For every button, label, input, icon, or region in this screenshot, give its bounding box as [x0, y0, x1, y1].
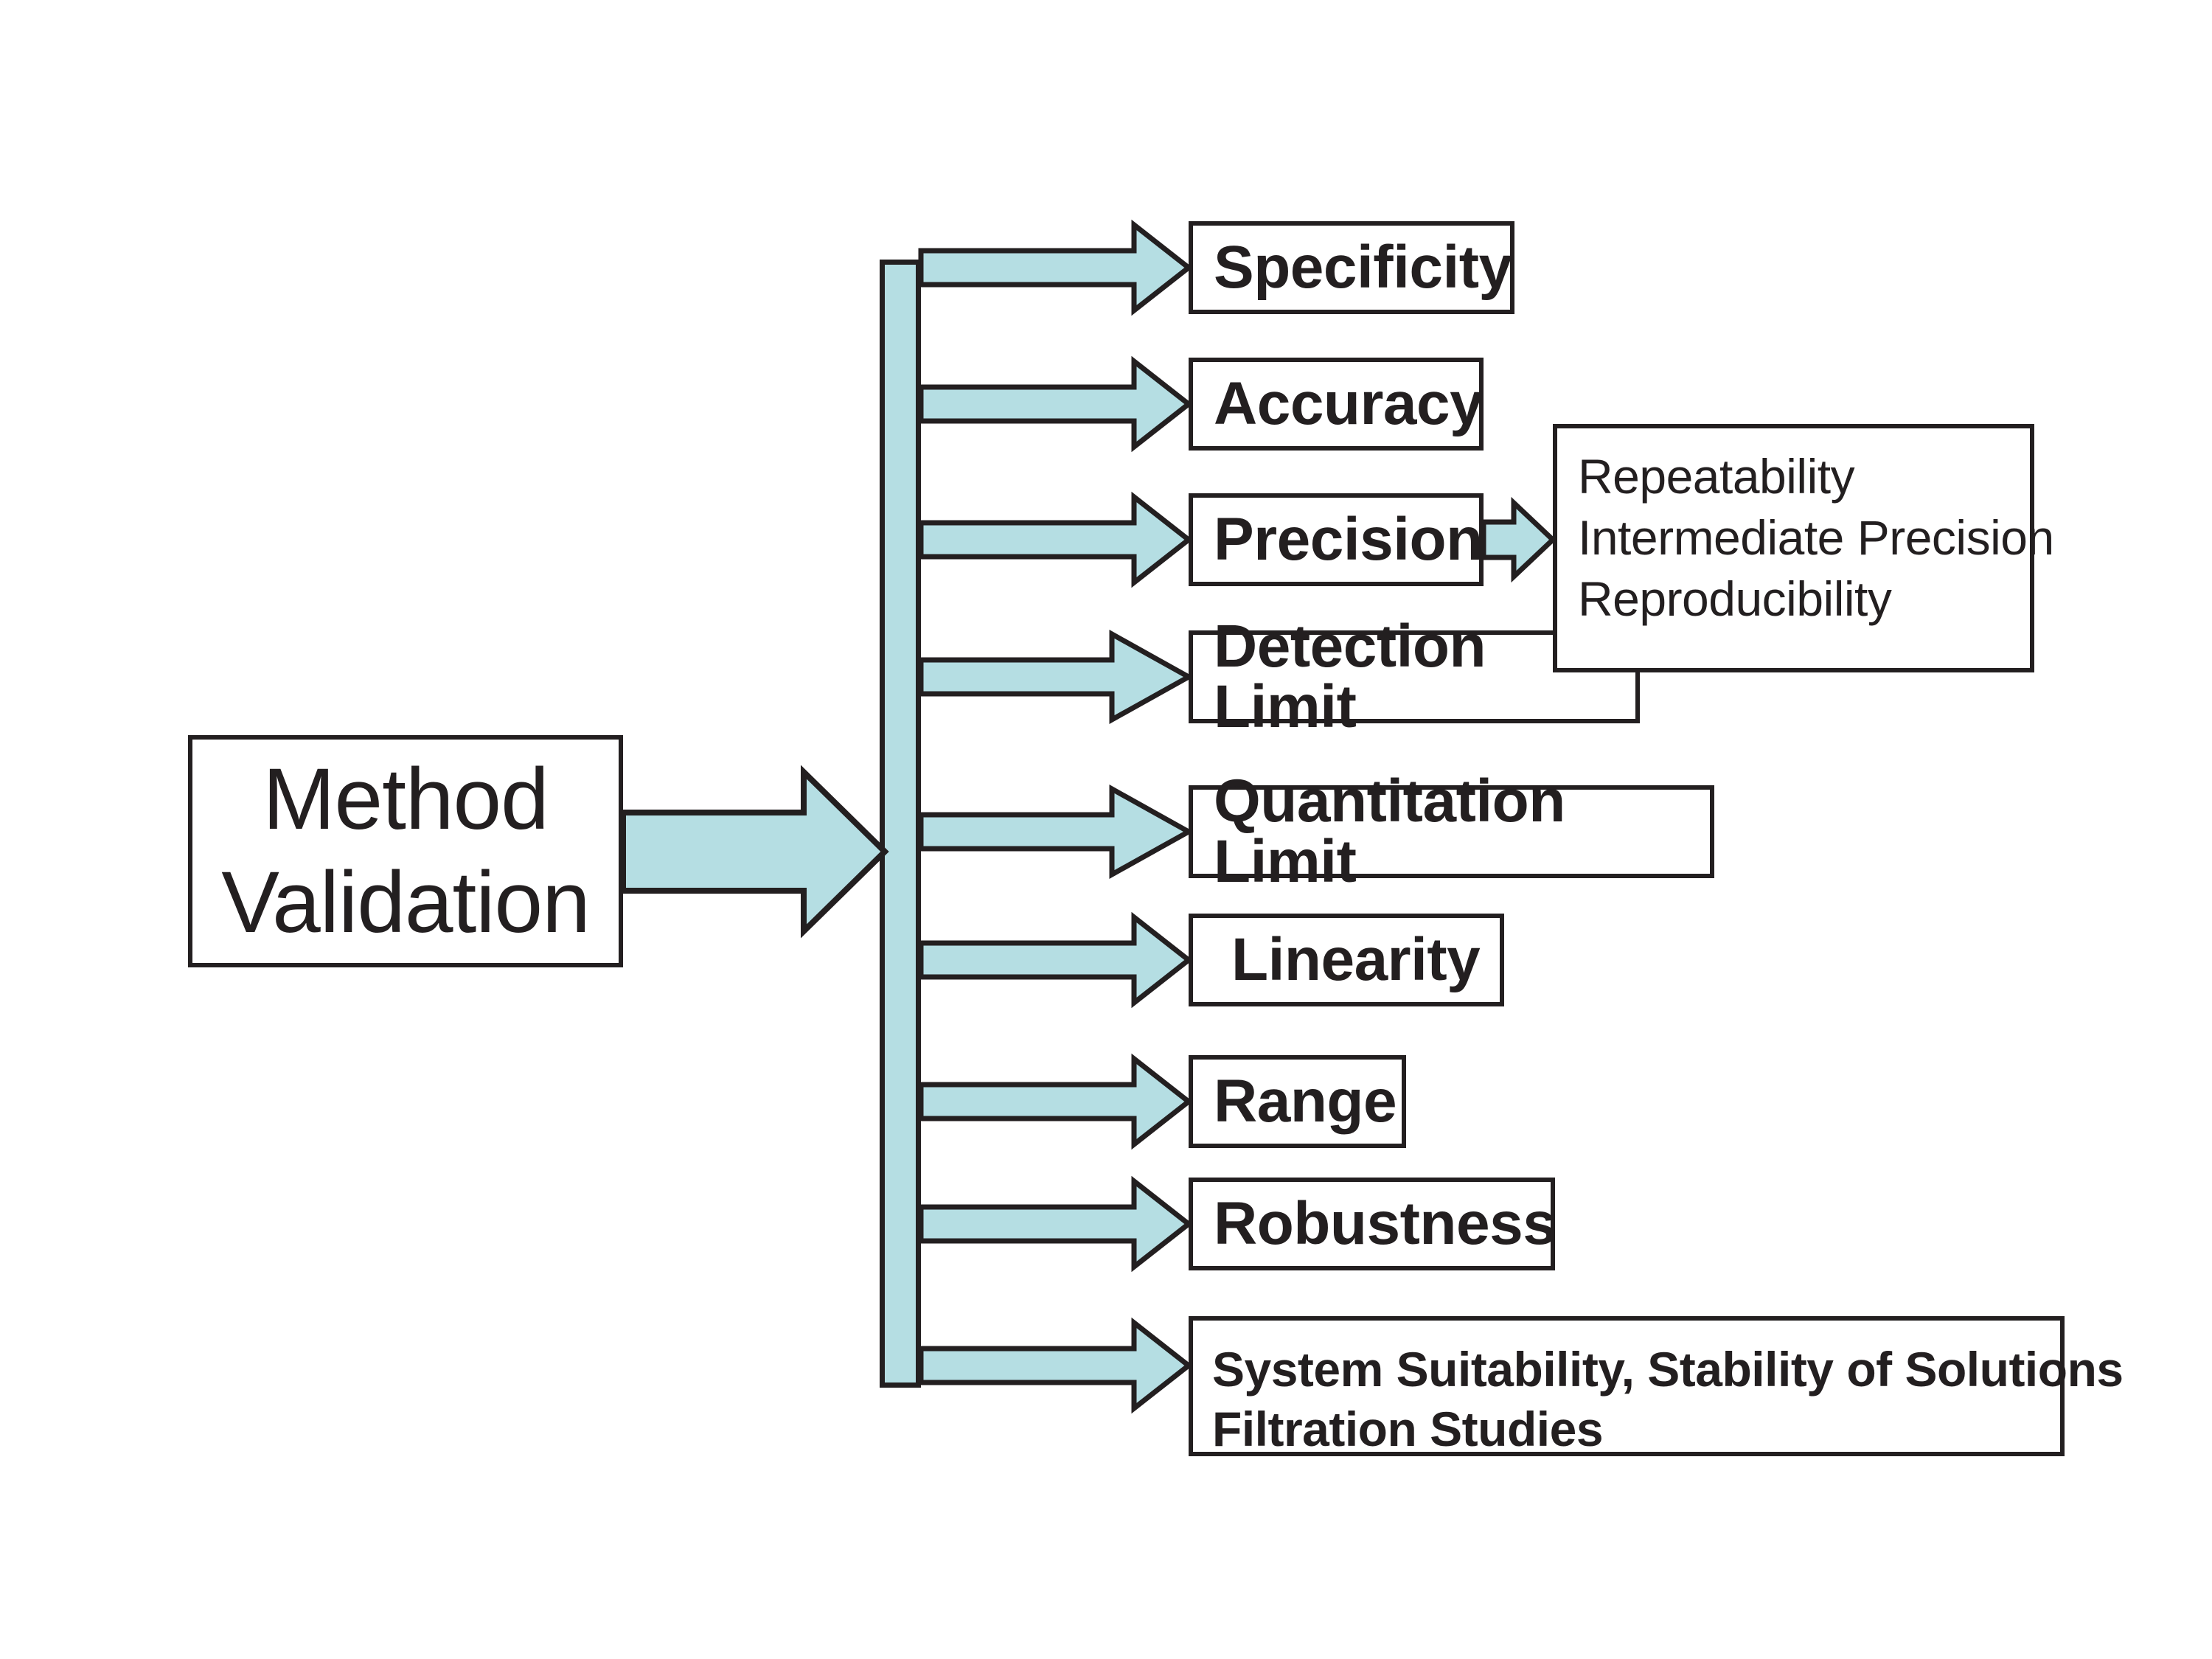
sub-arrow-precision-detail-icon [1481, 496, 1557, 583]
node-range-label: Range [1214, 1068, 1397, 1135]
branch-arrow-range-icon [918, 1053, 1193, 1150]
branch-arrow-linearity-icon [918, 911, 1193, 1009]
node-robustness[interactable]: Robustness [1189, 1178, 1557, 1270]
node-precision[interactable]: Precision [1189, 493, 1484, 586]
node-quantitation-limit[interactable]: Quantitation Limit [1189, 771, 1714, 892]
node-method-validation-label-line2: Validation [221, 853, 591, 951]
branch-arrow-precision-icon [918, 491, 1193, 588]
branch-arrow-accuracy-icon [918, 355, 1193, 453]
node-system-suitability-label-line2: Filtration Studies [1212, 1401, 1604, 1456]
node-precision-label: Precision [1214, 506, 1483, 573]
node-precision-detail-line1: Repeatability [1578, 449, 1855, 504]
node-precision-detail-line3: Reproducibility [1578, 571, 1892, 627]
branch-arrow-detection-limit-icon [918, 630, 1194, 724]
node-accuracy-label: Accuracy [1214, 370, 1484, 437]
node-precision-detail-line2: Intermediate Precision [1578, 510, 2054, 566]
node-system-suitability-label-line1: System Suitability, Stability of Solutio… [1212, 1342, 2124, 1397]
trunk-bar [880, 260, 921, 1388]
node-accuracy[interactable]: Accuracy [1189, 358, 1484, 451]
node-specificity[interactable]: Specificity [1189, 221, 1514, 314]
node-detection-limit-label: Detection Limit [1214, 613, 1486, 740]
node-specificity-label: Specificity [1214, 234, 1512, 301]
branch-arrow-system-suitability-icon [918, 1317, 1193, 1414]
node-quantitation-limit-label: Quantitation Limit [1214, 768, 1565, 895]
node-system-suitability[interactable]: System Suitability, Stability of Solutio… [1189, 1316, 2124, 1456]
node-linearity[interactable]: Linearity [1189, 914, 1504, 1006]
node-robustness-label: Robustness [1214, 1190, 1557, 1257]
branch-arrow-robustness-icon [918, 1175, 1193, 1273]
node-method-validation[interactable]: Method Validation [188, 735, 623, 967]
branch-arrow-quantitation-limit-icon [918, 785, 1194, 879]
main-arrow-icon [620, 765, 889, 939]
branch-arrow-specificity-icon [918, 219, 1193, 316]
node-linearity-label: Linearity [1231, 926, 1481, 993]
node-method-validation-label-line1: Method [262, 751, 549, 849]
node-precision-detail[interactable]: Repeatability Intermediate Precision Rep… [1553, 424, 2054, 672]
node-range[interactable]: Range [1189, 1055, 1406, 1148]
